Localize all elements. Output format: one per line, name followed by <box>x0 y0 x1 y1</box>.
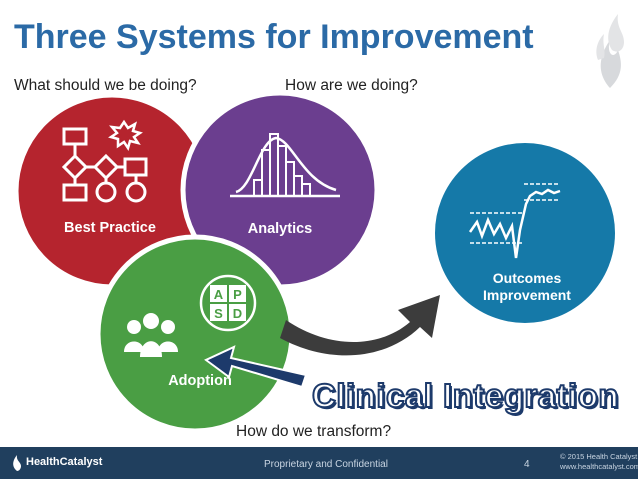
outcomes-circle <box>431 139 619 327</box>
bell-curve-chart-icon <box>230 133 340 198</box>
best-practice-label: Best Practice <box>64 220 156 236</box>
footer-website: www.healthcatalyst.com <box>560 462 638 471</box>
starburst-icon <box>108 119 143 151</box>
curved-arrow-icon <box>280 295 440 356</box>
straight-arrow-icon <box>204 345 308 389</box>
adoption-label: Adoption <box>168 373 232 389</box>
pdsa-a: A <box>214 287 224 302</box>
question-transform: How do we transform? <box>236 423 392 440</box>
footer-page-number: 4 <box>524 459 530 470</box>
run-chart-icon <box>468 183 561 259</box>
systems-diagram: Best Practice Analytics A P S D Adoption <box>16 93 619 434</box>
slide-title: Three Systems for Improvement <box>14 18 534 56</box>
people-group-icon <box>124 313 178 357</box>
flowchart-icon <box>61 127 148 203</box>
pdsa-cycle-icon: A P S D <box>199 274 257 332</box>
pdsa-s: S <box>214 306 223 321</box>
footer-bar <box>0 447 638 479</box>
flame-logo-icon <box>596 14 624 88</box>
outcomes-label-line1: Outcomes <box>493 270 562 286</box>
flame-logo-icon <box>13 455 21 471</box>
pdsa-p: P <box>233 287 242 302</box>
outcomes-label-line2: Improvement <box>483 287 571 303</box>
footer-copyright: © 2015 Health Catalyst <box>560 452 638 461</box>
question-how-doing: How are we doing? <box>285 77 418 94</box>
clinical-integration-label: Clinical Integration <box>311 376 620 415</box>
footer-brand: HealthCatalyst <box>26 456 103 468</box>
question-what-doing: What should we be doing? <box>14 77 197 94</box>
pdsa-d: D <box>233 306 242 321</box>
footer-confidential: Proprietary and Confidential <box>264 459 388 470</box>
adoption-circle <box>95 234 295 434</box>
analytics-label: Analytics <box>248 221 312 237</box>
